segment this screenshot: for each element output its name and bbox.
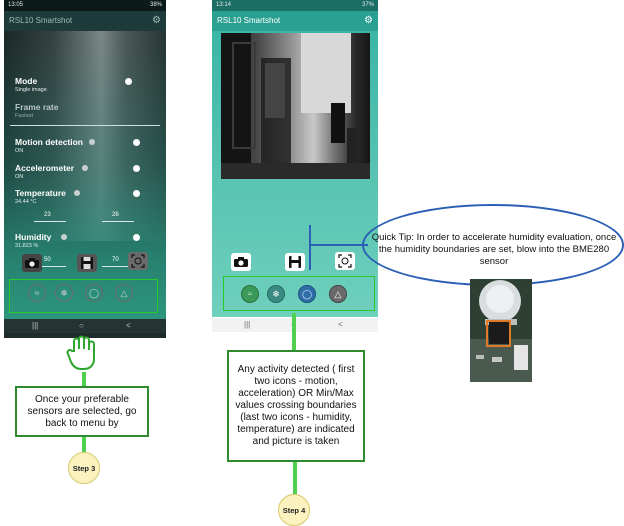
floppy-disk-icon bbox=[289, 256, 301, 268]
sensor-board-image bbox=[470, 279, 532, 382]
camera-button[interactable] bbox=[22, 254, 42, 272]
humidity-toggle[interactable] bbox=[133, 234, 140, 241]
gear-icon[interactable]: ⚙ bbox=[364, 15, 373, 26]
humidity-min[interactable]: 50 bbox=[44, 257, 51, 263]
temperature-max-underline bbox=[102, 221, 134, 222]
thermometer-icon: △ bbox=[329, 285, 347, 303]
motion-info-icon[interactable] bbox=[89, 139, 95, 145]
recent-apps-icon[interactable]: ||| bbox=[244, 320, 251, 329]
back-icon[interactable]: < bbox=[126, 321, 131, 330]
status-bar: 13:14 37% bbox=[212, 0, 378, 11]
mode-value: Single image bbox=[15, 87, 47, 93]
connector-line bbox=[292, 313, 296, 350]
face-scan-button[interactable] bbox=[128, 252, 148, 270]
status-battery: 38% bbox=[149, 2, 162, 8]
temperature-label: Temperature bbox=[15, 188, 66, 198]
accelerometer-value: ON bbox=[15, 174, 24, 180]
accelerometer-info-icon[interactable] bbox=[82, 165, 88, 171]
back-icon[interactable]: < bbox=[338, 320, 343, 329]
hand-pointer-icon bbox=[66, 335, 95, 370]
status-battery: 37% bbox=[361, 2, 374, 8]
humidity-max[interactable]: 70 bbox=[112, 257, 119, 263]
mode-label: Mode bbox=[15, 76, 38, 86]
thermometer-icon: △ bbox=[115, 284, 133, 302]
connector-line bbox=[293, 462, 297, 494]
camera-icon bbox=[234, 257, 248, 267]
temperature-value: 24.44 °C bbox=[15, 199, 37, 205]
temperature-min-underline bbox=[34, 221, 66, 222]
step3-badge: Step 3 bbox=[68, 452, 100, 484]
status-bar: 13:05 38% bbox=[4, 0, 166, 11]
accelerometer-toggle[interactable] bbox=[133, 165, 140, 172]
snowflake-icon: ❄ bbox=[55, 284, 73, 302]
captured-image-scene bbox=[221, 33, 370, 179]
temperature-toggle[interactable] bbox=[133, 190, 140, 197]
status-time: 13:05 bbox=[8, 2, 24, 8]
save-button[interactable] bbox=[77, 254, 97, 272]
app-title: RSL10 Smartshot bbox=[217, 16, 281, 25]
humidity-max-underline bbox=[102, 266, 134, 267]
motion-detection-label: Motion detection bbox=[15, 137, 83, 147]
app-bar: RSL10 Smartshot ⚙ bbox=[4, 11, 166, 31]
app-bar: RSL10 Smartshot ⚙ bbox=[212, 11, 378, 31]
humidity-label: Humidity bbox=[15, 232, 52, 242]
frame-rate-value: Fastest bbox=[15, 113, 34, 119]
phone-settings-screen: 13:05 38% RSL10 Smartshot ⚙ Mode Single … bbox=[4, 0, 166, 338]
motion-toggle[interactable] bbox=[133, 139, 140, 146]
mode-toggle[interactable] bbox=[125, 78, 132, 85]
android-nav-bar: ||| ○ < bbox=[4, 319, 166, 333]
frame-rate-label: Frame rate bbox=[15, 102, 59, 112]
floppy-disk-icon bbox=[81, 257, 93, 269]
step3-callout: Once your preferable sensors are selecte… bbox=[15, 386, 149, 437]
temperature-max[interactable]: 26 bbox=[112, 212, 119, 218]
app-title: RSL10 Smartshot bbox=[9, 16, 73, 25]
quick-tip-text: Quick Tip: In order to accelerate humidi… bbox=[371, 232, 617, 267]
face-scan-button[interactable] bbox=[335, 252, 355, 270]
humidity-drop-icon: ◯ bbox=[85, 284, 103, 302]
captured-image bbox=[221, 33, 370, 179]
tip-connector bbox=[309, 225, 368, 270]
sensor-icons-highlight bbox=[9, 279, 158, 313]
snowflake-icon: ❄ bbox=[267, 285, 285, 303]
temperature-info-icon[interactable] bbox=[74, 190, 80, 196]
humidity-info-icon[interactable] bbox=[61, 234, 67, 240]
humidity-drop-icon: ◯ bbox=[298, 285, 316, 303]
connector-line bbox=[82, 437, 86, 452]
phone-capture-screen: 13:14 37% RSL10 Smartshot ⚙ ≈ ❄ ◯ △ ||| … bbox=[212, 0, 378, 336]
humidity-value: 31.823 % bbox=[15, 243, 39, 249]
divider bbox=[10, 125, 160, 126]
humidity-min-underline bbox=[34, 266, 66, 267]
home-icon[interactable]: ○ bbox=[79, 321, 84, 330]
gear-icon[interactable]: ⚙ bbox=[152, 15, 161, 26]
face-scan-icon bbox=[338, 254, 352, 268]
motion-detection-value: ON bbox=[15, 148, 24, 154]
temperature-min[interactable]: 23 bbox=[44, 212, 51, 218]
sensor-icons-highlight bbox=[223, 276, 375, 311]
motion-indicator-icon: ≈ bbox=[28, 284, 46, 302]
camera-button[interactable] bbox=[231, 253, 251, 271]
status-time: 13:14 bbox=[216, 2, 232, 8]
camera-icon bbox=[25, 258, 39, 268]
step4-badge: Step 4 bbox=[278, 494, 310, 526]
motion-indicator-icon: ≈ bbox=[241, 285, 259, 303]
accelerometer-label: Accelerometer bbox=[15, 163, 75, 173]
save-button[interactable] bbox=[285, 253, 305, 271]
face-scan-icon bbox=[131, 254, 145, 268]
connector-line bbox=[82, 372, 86, 386]
step4-callout: Any activity detected ( first two icons … bbox=[227, 350, 365, 462]
bme280-sensor-photo bbox=[470, 279, 532, 382]
settings-overlay bbox=[4, 31, 166, 321]
recent-apps-icon[interactable]: ||| bbox=[32, 321, 39, 330]
